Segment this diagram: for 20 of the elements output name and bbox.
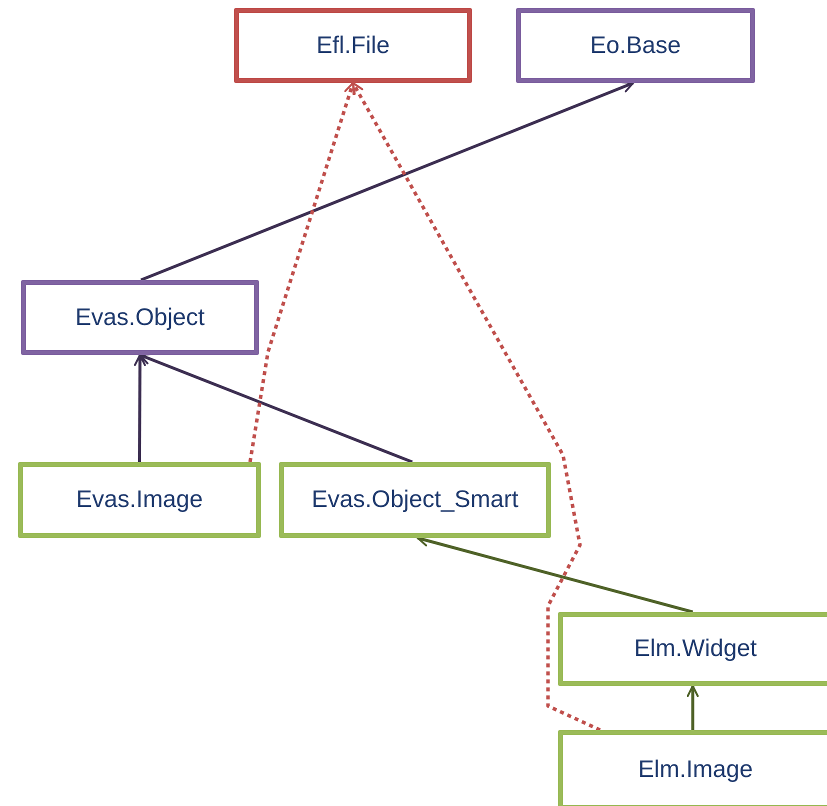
arrow	[686, 685, 699, 730]
arrow	[140, 81, 634, 282]
class-box	[21, 280, 259, 355]
class-box	[558, 612, 827, 686]
class-name: Evas.Object	[75, 302, 205, 332]
class-box	[234, 8, 472, 83]
class-box	[18, 462, 261, 538]
class-box	[558, 730, 827, 806]
class-name: Evas.Object_Smart	[312, 485, 518, 515]
class-box	[516, 8, 755, 83]
class-name: Efl.File	[316, 30, 390, 60]
class-box	[279, 462, 551, 538]
arrow	[134, 354, 146, 462]
class-name: Elm.Image	[638, 755, 753, 785]
class-name: Evas.Image	[76, 485, 203, 515]
arrow	[139, 353, 413, 464]
arrow	[248, 82, 356, 462]
class-name: Eo.Base	[590, 30, 681, 60]
class-name: Elm.Widget	[634, 634, 757, 664]
arrow	[351, 82, 601, 732]
